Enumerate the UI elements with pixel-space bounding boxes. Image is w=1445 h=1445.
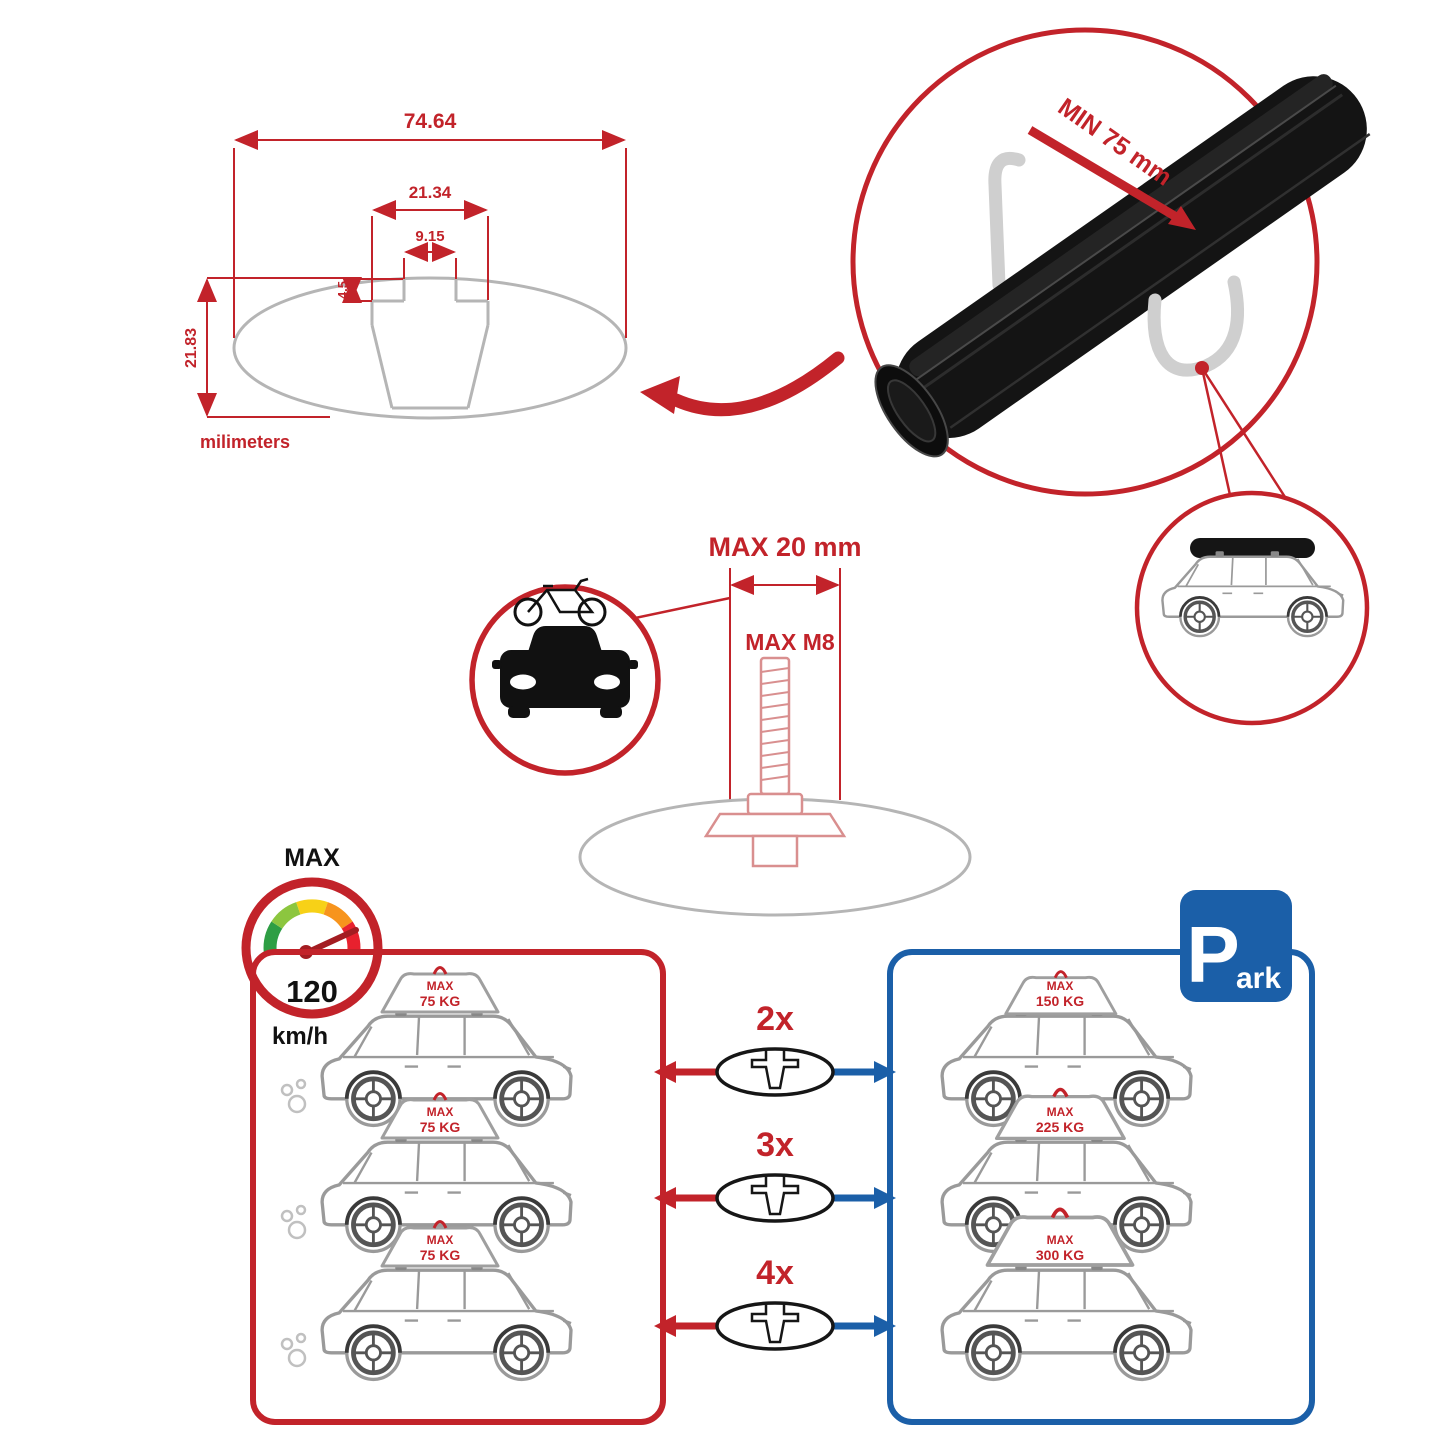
crossbar-slot-glyph — [750, 1051, 800, 1090]
clamp-strap-upper — [988, 152, 1026, 292]
park-sign-suffix: ark — [1236, 962, 1281, 995]
multiplier-label: 3x — [756, 1126, 794, 1164]
parked-max-label: MAX — [1047, 1105, 1074, 1119]
crossbar-3d-bar — [874, 74, 1371, 458]
dim-total-height-label: 21.83 — [183, 328, 200, 368]
unit-label: milimeters — [200, 432, 290, 452]
dim-slot-outer-width: 21.34 — [371, 183, 489, 300]
arrow-right-blue-head — [874, 1187, 896, 1209]
parking-panel — [887, 949, 1315, 1425]
arrow-left-red-head — [654, 1315, 676, 1337]
parked-load-label: 150 KG — [1036, 993, 1084, 1009]
arrow-right-blue-head — [874, 1061, 896, 1083]
bolt-spec: MAX 20 mm MAX M8 — [578, 532, 972, 917]
speed-value: 120 — [286, 974, 338, 1009]
crossbar-count-icon — [715, 1173, 835, 1223]
dim-slot-inner-width: 9.15 — [403, 228, 457, 279]
bolt-max-length-label: MAX 20 mm — [708, 532, 861, 562]
capacity-row-3: MAX 75 KG 4x MAX 300 KG — [280, 1207, 1191, 1379]
zoom-callout-arrow — [640, 351, 845, 417]
arrow-left-red-head — [654, 1061, 676, 1083]
driving-max-label: MAX — [427, 1233, 454, 1247]
park-sign-plate — [1180, 890, 1292, 1002]
parked-max-label: MAX — [1047, 979, 1074, 993]
multiplier-label: 4x — [756, 1254, 794, 1292]
driving-load-label: 75 KG — [420, 1119, 461, 1135]
capacity-row-2: MAX 75 KG 3x MAX 225 KG — [280, 1087, 1191, 1251]
parked-load-label: 300 KG — [1036, 1247, 1084, 1263]
multiplier-label: 2x — [756, 1000, 794, 1038]
crossbar-count-icon — [715, 1047, 835, 1097]
speed-unit: km/h — [272, 1023, 328, 1050]
bike-icon — [513, 577, 607, 627]
detail-circle-outline — [850, 27, 1320, 497]
leader-line-2 — [1200, 367, 1287, 498]
arrow-right-blue-head — [874, 1315, 896, 1337]
park-sign-letter: P — [1186, 910, 1239, 999]
crossbar-profile-slot — [370, 279, 490, 410]
driving-max-label: MAX — [427, 1105, 454, 1119]
dim-slot-outer-label: 21.34 — [409, 183, 452, 202]
profile-dimension-diagram: 74.64 21.34 9.15 4.5 21.83 milimeters — [183, 110, 628, 452]
crossbar-slot-glyph — [750, 1305, 800, 1344]
dim-total-width: 74.64 — [233, 110, 627, 338]
crossbar-count-icon — [715, 1301, 835, 1351]
driving-max-label: MAX — [427, 979, 454, 993]
bolt-max-thread-label: MAX M8 — [745, 629, 835, 655]
bike-circle-leader — [634, 596, 731, 620]
dim-total-width-label: 74.64 — [404, 110, 457, 133]
headlight-left — [510, 674, 536, 690]
crossbar-profile-ellipse — [232, 276, 628, 420]
dim-slot-inner-label: 9.15 — [415, 228, 444, 245]
parked-load-label: 225 KG — [1036, 1119, 1084, 1135]
bolt-illustration — [703, 656, 847, 868]
headlight-right — [594, 674, 620, 690]
arrow-left-red-head — [654, 1187, 676, 1209]
leader-line-1 — [1200, 367, 1232, 496]
speed-max-label: MAX — [284, 844, 340, 872]
roofbox-car-circle — [1134, 490, 1370, 726]
parked-max-label: MAX — [1047, 1233, 1074, 1247]
roof-box — [1190, 538, 1315, 558]
bike-car-circle — [469, 577, 731, 776]
capacity-row-1: MAX 75 KG 2x MAX 150 KG — [280, 966, 1191, 1126]
car-front-icon — [492, 626, 638, 718]
driving-load-label: 75 KG — [420, 993, 461, 1009]
dim-slot-lip-depth: 4.5 — [335, 277, 403, 303]
dim-total-height: 21.83 — [183, 277, 360, 418]
park-sign: P ark — [1180, 890, 1292, 1002]
crossbar-slot-glyph — [750, 1177, 800, 1216]
driving-load-label: 75 KG — [420, 1247, 461, 1263]
driving-panel — [250, 949, 666, 1425]
dim-slot-lip-label: 4.5 — [335, 281, 350, 299]
